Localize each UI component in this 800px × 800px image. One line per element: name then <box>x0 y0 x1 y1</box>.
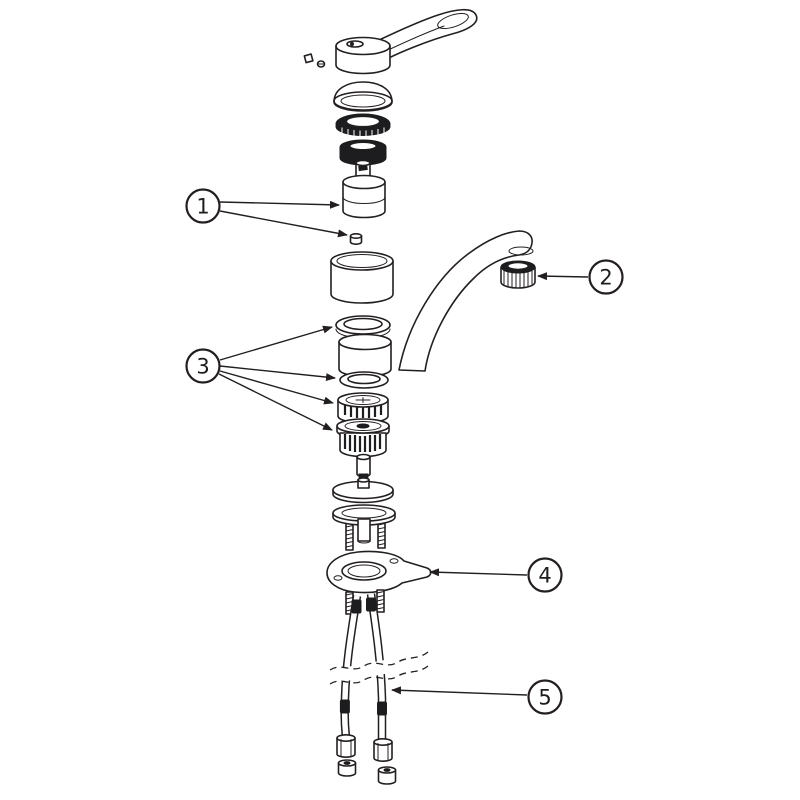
spout-body <box>338 333 392 378</box>
callout-1-label: 1 <box>196 195 209 219</box>
retaining-ring <box>335 113 391 136</box>
hose-crimp-collar <box>351 599 362 614</box>
supply-hoses <box>339 593 387 742</box>
callout-5-label: 5 <box>538 686 551 710</box>
hose-crimp-collar <box>366 597 376 612</box>
cartridge-screw <box>349 233 363 245</box>
hose-nut-left <box>336 733 356 758</box>
handle-base <box>335 36 391 75</box>
callout-4: 4 <box>527 557 563 593</box>
callout-5: 5 <box>527 679 563 715</box>
compression-fitting-left <box>337 759 357 777</box>
cartridge <box>342 159 386 219</box>
callout-2: 2 <box>588 259 624 295</box>
tailpiece-stem <box>356 453 371 481</box>
gasket-plate <box>332 504 396 551</box>
cartridge-nut <box>339 139 387 166</box>
handle-lever <box>374 8 478 61</box>
body-washer <box>339 371 389 389</box>
mounting-plate <box>326 550 432 594</box>
hose-crimp-collar <box>339 699 350 714</box>
compression-fitting-right <box>377 766 397 785</box>
shroud-sleeve <box>330 251 394 304</box>
flow-straightener <box>337 392 389 424</box>
callout-2-label: 2 <box>599 266 612 290</box>
callout-4-label: 4 <box>538 564 551 588</box>
callout-3: 3 <box>185 348 221 384</box>
mounting-studs-upper <box>345 517 386 551</box>
callout-1: 1 <box>185 188 221 224</box>
callout-3-label: 3 <box>196 355 209 379</box>
hose-nut-right <box>373 737 393 762</box>
aerator <box>500 260 536 289</box>
base-washer <box>332 477 394 504</box>
set-screws <box>303 53 326 68</box>
break-lines <box>329 651 429 685</box>
dome-cap <box>333 81 393 112</box>
leader-arrows <box>218 200 589 696</box>
spout <box>398 230 534 372</box>
check-valve <box>336 418 390 458</box>
hose-crimp-collar <box>377 701 387 716</box>
